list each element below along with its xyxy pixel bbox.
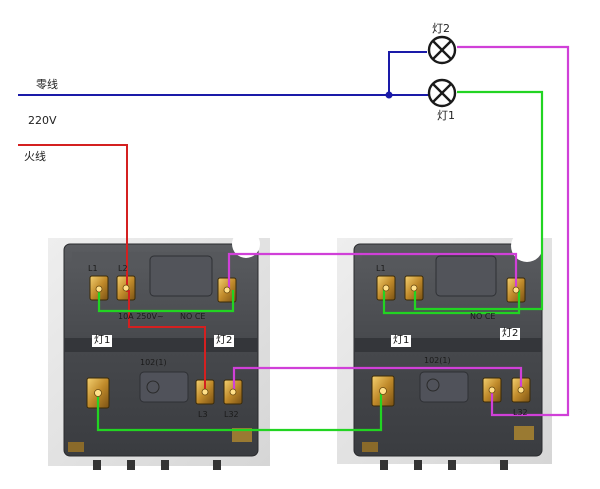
- switch-left-lamp2-tag: 灯2: [214, 335, 235, 347]
- magenta-wire-lamp2: [457, 45, 570, 417]
- switch-right-lamp1-tag: 灯1: [391, 335, 412, 347]
- switch-left-marking-l3: L3: [198, 410, 208, 419]
- live-wire: [18, 144, 206, 390]
- switch-left-mid-bar: [64, 338, 258, 352]
- switch-left-marking-model: 102(1): [140, 358, 167, 367]
- magenta-wire-top-link: [227, 252, 518, 290]
- switch-left-marking-l2: L2: [118, 264, 128, 273]
- green-wire-bottom-link: [96, 390, 383, 432]
- switch-right-marking-l1: L1: [376, 264, 386, 273]
- green-wire-lamp1: [413, 90, 544, 311]
- switch-left-marking-no: NO CE: [180, 312, 206, 321]
- live-wire-label: 火线: [24, 150, 46, 163]
- neutral-junction-dot: [385, 91, 393, 99]
- switch-right-marking-no: NO CE: [470, 312, 496, 321]
- green-wire-top-link: [97, 289, 235, 313]
- switch-left-lower-boss: [139, 371, 189, 403]
- lamp1-label: 灯1: [437, 109, 455, 122]
- green-wire-top-link-right: [382, 288, 521, 315]
- switch-right-lamp2-tag: 灯2: [500, 328, 521, 340]
- switch-left: [48, 230, 270, 470]
- switch-left-cert-mark: [146, 380, 160, 394]
- switch-left-center-boss: [149, 255, 213, 297]
- switch-left-lamp1-tag: 灯1: [92, 335, 113, 347]
- lamp1-icon: [427, 78, 457, 108]
- neutral-wire-label: 零线: [36, 78, 58, 91]
- voltage-label: 220V: [28, 114, 57, 127]
- switch-right-marking-model: 102(1): [424, 356, 451, 365]
- lamp2-icon: [427, 35, 457, 65]
- switch-left-marking-rating: 10A 250V~: [118, 312, 164, 321]
- switch-right: [337, 230, 552, 470]
- switch-right-marking-l32: L32: [513, 408, 528, 417]
- magenta-wire-bottom-link: [232, 366, 523, 392]
- neutral-branch-lamp2: [388, 51, 427, 95]
- switch-left-marking-l32: L32: [224, 410, 239, 419]
- lamp2-label: 灯2: [432, 22, 450, 35]
- terminal-screws: [94, 284, 525, 397]
- switch-left-marking-l1: L1: [88, 264, 98, 273]
